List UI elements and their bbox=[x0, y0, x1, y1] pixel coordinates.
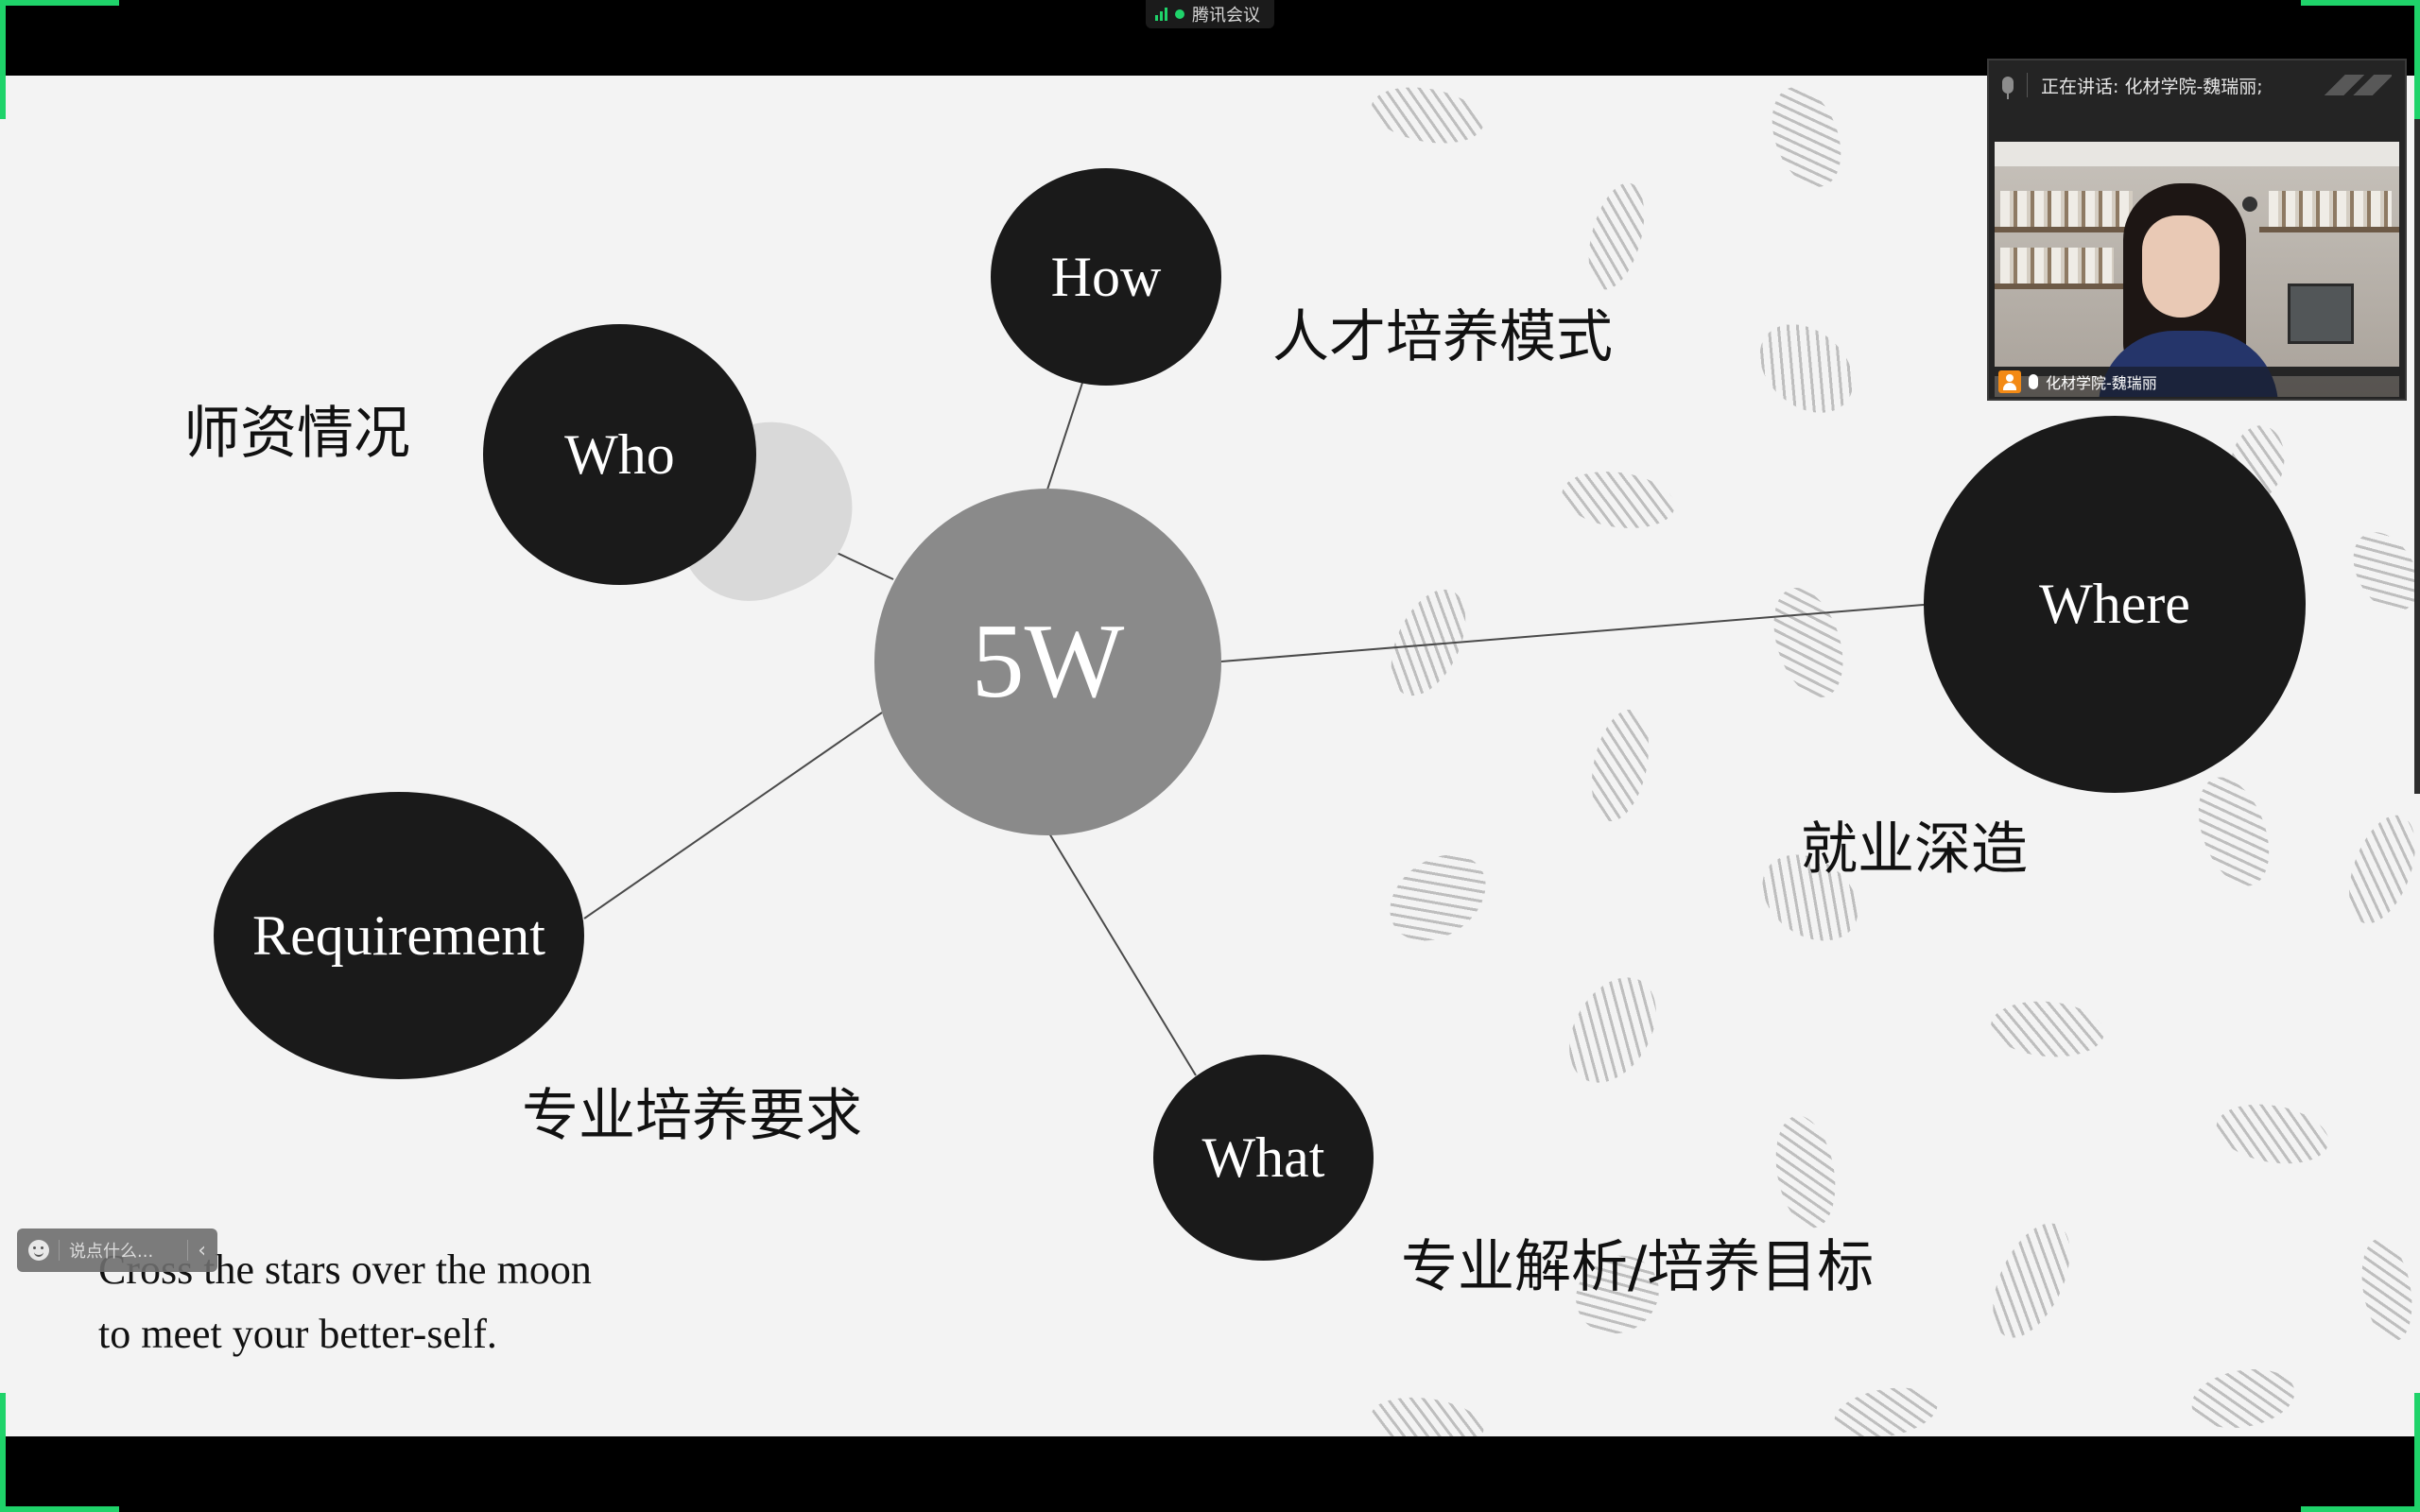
speaker-video-panel[interactable]: 正在讲话: 化材学院-魏瑞丽; 化材学院-魏瑞丽 bbox=[1987, 59, 2407, 401]
frame-corner-top-left bbox=[0, 0, 119, 119]
divider bbox=[59, 1240, 60, 1261]
meeting-logo-icon bbox=[2316, 75, 2392, 95]
node-how: How bbox=[991, 168, 1221, 386]
connector-what bbox=[1048, 833, 1197, 1076]
participant-figure bbox=[2142, 215, 2220, 318]
video-background bbox=[2259, 227, 2399, 232]
meeting-status-bar[interactable]: 腾讯会议 bbox=[1146, 0, 1274, 28]
emoji-icon[interactable] bbox=[28, 1240, 49, 1261]
frame-corner-bottom-right bbox=[2301, 1393, 2420, 1512]
node-what: What bbox=[1153, 1055, 1374, 1261]
caption-what: 专业解析/培养目标 bbox=[1401, 1234, 1875, 1300]
participant-name-bar: 化材学院-魏瑞丽 bbox=[1995, 367, 2399, 397]
node-where: Where bbox=[1924, 416, 2306, 793]
clock-icon bbox=[2242, 197, 2257, 212]
video-background bbox=[2288, 284, 2354, 344]
video-background bbox=[2000, 248, 2114, 284]
app-title: 腾讯会议 bbox=[1192, 6, 1260, 26]
connector-requirement bbox=[583, 712, 883, 919]
node-who: Who bbox=[483, 324, 756, 585]
connector-where bbox=[1220, 604, 1925, 662]
right-edge-bar bbox=[2414, 76, 2420, 794]
divider bbox=[2027, 73, 2028, 97]
speaking-indicator: 正在讲话: 化材学院-魏瑞丽; bbox=[2041, 76, 2263, 97]
video-background bbox=[1995, 227, 2136, 232]
caption-where: 就业深造 bbox=[1801, 816, 2028, 883]
video-background bbox=[1995, 284, 2136, 289]
mic-icon bbox=[2002, 77, 2014, 99]
status-dot-icon bbox=[1175, 9, 1184, 19]
caption-how: 人才培养模式 bbox=[1272, 304, 1613, 370]
node-who-label: Who bbox=[564, 422, 675, 486]
center-node-5w: 5W bbox=[874, 489, 1221, 835]
node-where-label: Where bbox=[2039, 573, 2190, 635]
node-requirement-label: Requirement bbox=[252, 903, 545, 967]
caption-requirement: 专业培养要求 bbox=[522, 1083, 862, 1149]
video-panel-header: 正在讲话: 化材学院-魏瑞丽; bbox=[1989, 60, 2405, 110]
user-icon bbox=[1998, 370, 2021, 393]
divider bbox=[187, 1240, 189, 1261]
video-background bbox=[2000, 191, 2133, 227]
node-what-label: What bbox=[1201, 1125, 1325, 1189]
chat-input[interactable]: 说点什么... bbox=[69, 1242, 154, 1262]
collapse-chevron-icon[interactable]: ‹ bbox=[198, 1238, 206, 1263]
mic-icon bbox=[2029, 374, 2038, 389]
video-background bbox=[1995, 142, 2399, 166]
chat-input-bar[interactable]: 说点什么... ‹ bbox=[17, 1228, 217, 1272]
node-requirement: Requirement bbox=[214, 792, 584, 1079]
video-background bbox=[2269, 191, 2392, 227]
frame-corner-top-right bbox=[2301, 0, 2420, 119]
caption-who: 师资情况 bbox=[183, 401, 410, 467]
connector-how bbox=[1046, 382, 1083, 490]
frame-corner-bottom-left bbox=[0, 1393, 119, 1512]
node-how-label: How bbox=[1050, 245, 1162, 308]
quote-line-2: to meet your better-self. bbox=[98, 1311, 497, 1357]
center-node-label: 5W bbox=[971, 603, 1125, 720]
participant-video[interactable]: 化材学院-魏瑞丽 bbox=[1995, 142, 2399, 397]
signal-icon bbox=[1155, 8, 1167, 21]
participant-name: 化材学院-魏瑞丽 bbox=[2046, 374, 2157, 392]
